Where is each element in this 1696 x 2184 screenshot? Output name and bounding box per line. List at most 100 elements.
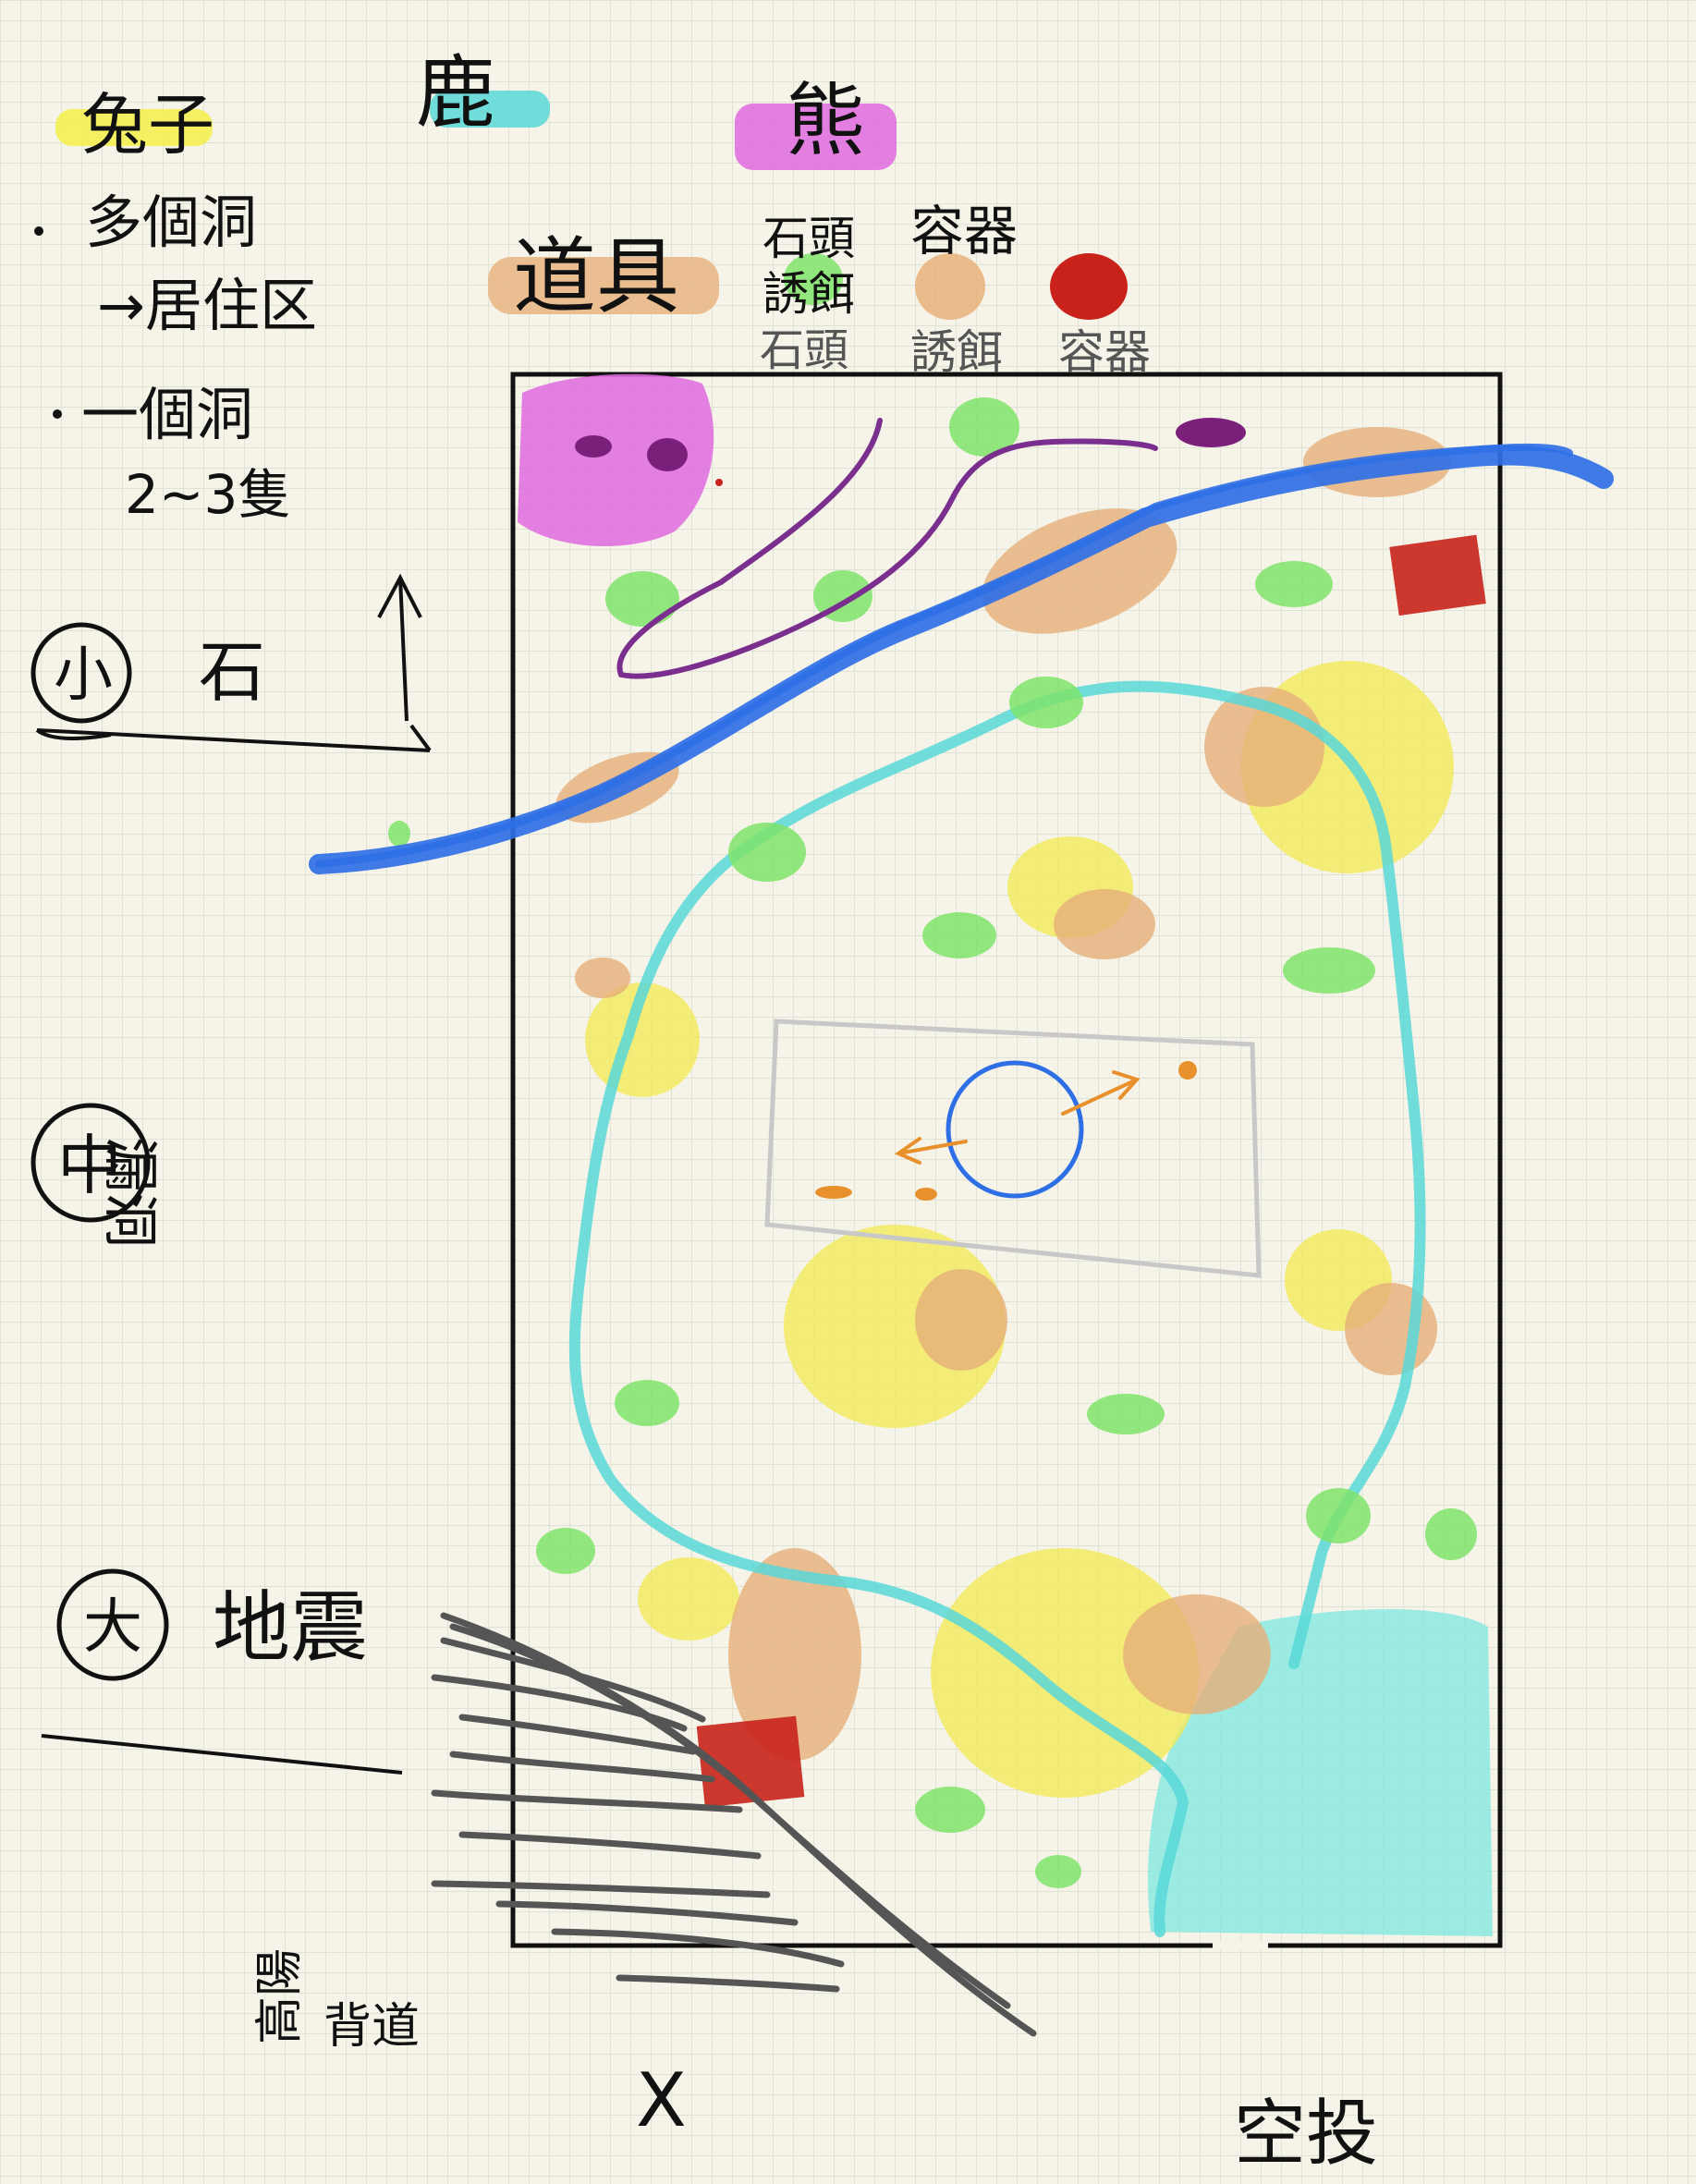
container-swatch-icon [915,253,985,320]
containers [696,479,1486,1808]
bear-zone [518,373,714,547]
props-row3-stone: 石頭 [760,324,848,376]
axis-x-line [36,728,431,752]
deer-highlight [430,91,550,128]
props-row3-bait: 誘餌 [910,325,1003,379]
small-event-label: 石 [199,633,265,711]
bush [605,571,679,627]
props-row2-bait: 誘餌 [763,267,855,321]
note-bottom-left: 高陽 [252,1948,308,2044]
axis-x-arrowhead [409,724,432,752]
note-two-to-three: 2~3隻 [125,463,291,526]
bear-area [518,373,1246,547]
props-legend: 道具 石頭 容器 誘餌 石頭 誘餌 容器 [488,200,1151,379]
bush [1087,1394,1165,1434]
bush [1425,1508,1477,1560]
map-border [510,372,1503,1948]
bear-highlight [735,104,897,170]
flower-patch [638,1557,739,1641]
bush [1009,677,1083,728]
bush [615,1380,679,1426]
medium-event-label: 漏洞 [97,1137,162,1248]
bear-paw-icon [647,438,688,471]
bear-paw-icon [575,435,612,458]
center-rectangle [764,1019,1262,1278]
arrow-right-icon [1061,1070,1141,1116]
burrow [1054,889,1155,959]
center-zone [764,1019,1262,1278]
axis-y-arrowhead [377,573,422,618]
river-edge [315,443,1573,868]
bush [1283,947,1375,994]
legend-bear: 熊 [786,75,865,167]
note-bottom-mid: 背道 [323,1999,420,2055]
map-area [309,372,1614,1949]
underline-mark [41,1734,403,1775]
props-row1-stone: 石頭 [763,212,855,265]
flower-patch [931,1548,1199,1798]
note-residential-area: →居住区 [97,272,317,339]
bear-paw-icon [1176,418,1246,447]
bush [388,821,410,847]
props-row1-container: 容器 [910,200,1018,262]
bullet-dot [34,226,43,236]
legend-rabbit: 兔子 [81,86,214,164]
fault-line [449,1751,715,1783]
legend-deer: 鹿 [416,47,495,140]
underline-mark [35,728,112,740]
bush [1255,561,1333,607]
fault-line [616,1974,840,1993]
burrow [915,1269,1007,1371]
arrow-left-icon [894,1137,968,1165]
small-marker-circle [31,622,132,724]
bullet-dot [53,409,62,419]
axis-y-line [398,577,409,722]
burrow [728,1548,861,1761]
rabbit-notes: 多個洞 →居住区 一個洞 2~3隻 [34,189,317,526]
burrow [575,958,630,998]
note-single-hole: 一個洞 [81,381,253,448]
note-multiple-holes: 多個洞 [85,189,257,256]
container-box-icon [696,1715,805,1808]
bush [922,912,996,958]
large-event-label: 地震 [213,1582,368,1673]
burrow [1345,1283,1437,1375]
bush [1035,1855,1081,1888]
bush [915,1787,985,1833]
props-title: 道具 [513,228,679,325]
bush [536,1528,595,1574]
bait-dot-icon [784,253,843,305]
burrow [1123,1594,1271,1714]
container-box-icon [1389,534,1486,616]
red-marker-icon [1050,253,1128,320]
scale-events: 小 石 中 漏洞 大 地震 [31,573,432,1775]
footprint-icon [815,1186,852,1199]
winding-path [568,680,1426,1937]
medium-marker-circle [31,1103,151,1223]
fault-line [458,1831,762,1860]
footprint-icon [915,1188,937,1201]
bush [728,823,806,882]
fault-line [431,1880,771,1898]
rabbit-highlight [55,109,213,146]
fault-line [431,1674,688,1732]
earthquake-lines [431,1612,1037,2037]
footprint-icon [1178,1061,1197,1080]
large-marker-circle [56,1568,169,1681]
small-marker-label: 小 [54,641,113,710]
ridge-outline [616,418,1158,679]
note-airdrop: 空投 [1234,2092,1378,2176]
props-row3-container: 容器 [1058,325,1151,379]
note-cross: X [636,2057,687,2143]
props-highlight [488,257,719,314]
burrow [982,508,1177,634]
bush [1306,1488,1371,1543]
legend-animals: 兔子 鹿 熊 [55,47,897,170]
fault-line [431,1789,743,1813]
fault-line [458,1714,697,1755]
fault-line [440,1637,706,1723]
medium-marker-label: 中 [57,1128,122,1203]
bush [949,397,1019,457]
